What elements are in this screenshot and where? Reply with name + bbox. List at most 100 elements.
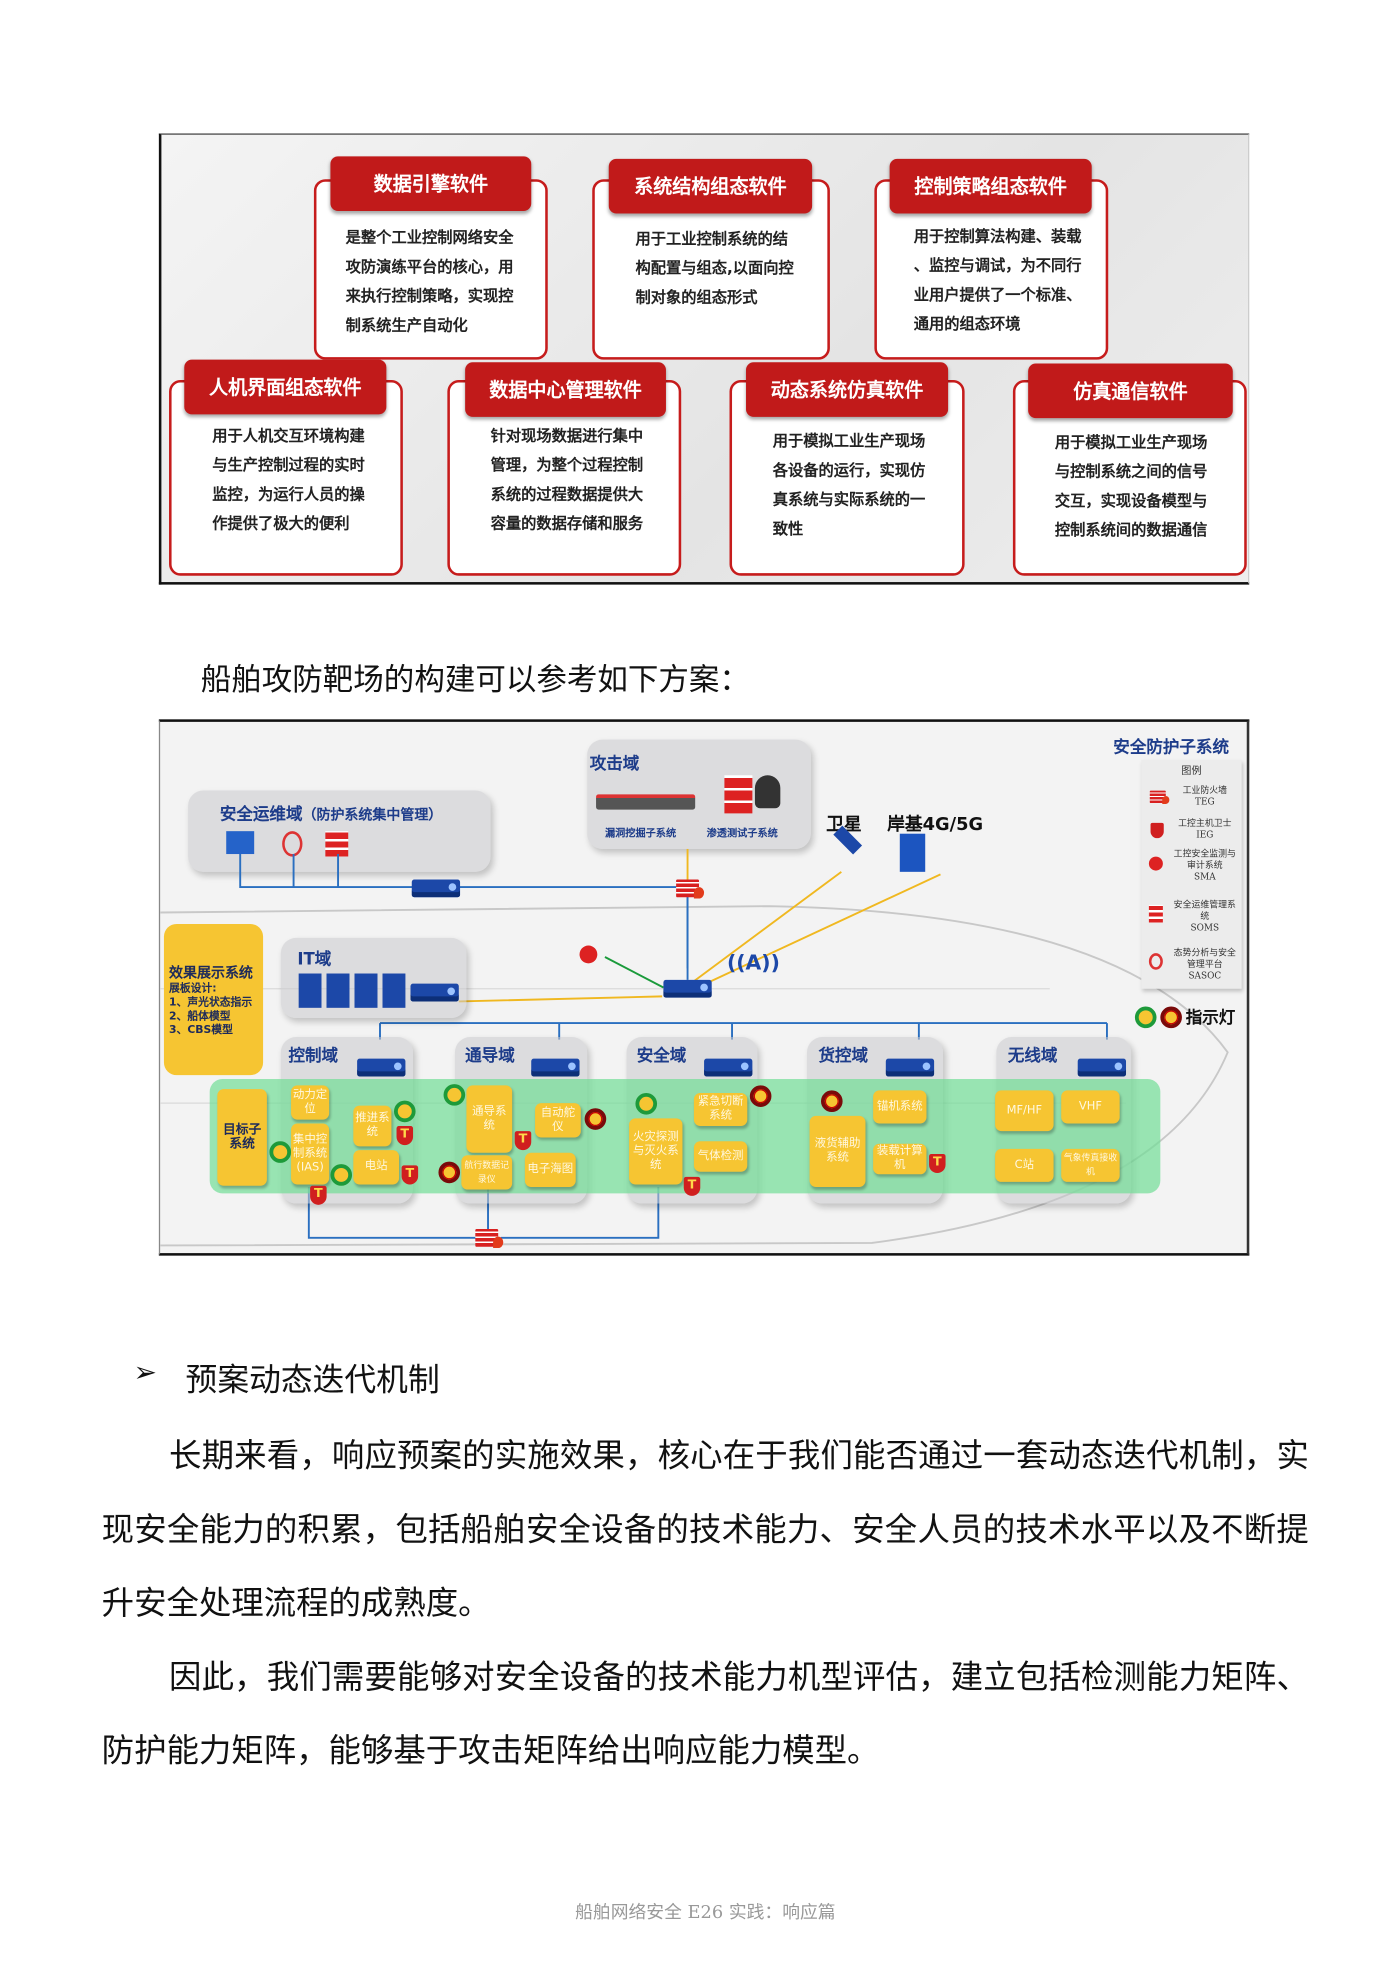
subsystem-box[interactable]: MF/HF (995, 1090, 1054, 1132)
paragraph-line: 长期来看，响应预案的实施效果，核心在于我们能否通过一套动态迭代机制，实 (169, 1437, 1310, 1476)
globe-icon (1148, 953, 1163, 970)
network-switch-icon (357, 1058, 406, 1077)
indicator-light-red (438, 1161, 461, 1184)
indicator-light-red (821, 1090, 843, 1113)
subsystem-box[interactable]: 动力定位 (291, 1085, 330, 1120)
subsystem-box[interactable]: 锚机系统 (873, 1090, 927, 1124)
ops-domain-title: 安全运维域（防护系统集中管理） (219, 805, 443, 825)
server-rack-icon (298, 973, 406, 1008)
pentest-server-icon (724, 775, 753, 814)
card-description: 用于人机交互环境构建与生产控制过程的实时监控，为运行人员的操作提供了极大的便利 (212, 427, 365, 533)
paragraph-line: 现安全能力的积累，包括船舶安全设备的技术能力、安全人员的技术水平以及不断提 (101, 1511, 1310, 1550)
protection-title: 安全防护子系统 (1113, 738, 1229, 758)
subsystem-box[interactable]: 电站 (353, 1150, 400, 1185)
indicator-light-red (749, 1085, 772, 1107)
paragraph-line: 防护能力矩阵，能够基于攻击矩阵给出响应能力模型。 (101, 1732, 880, 1771)
paragraph-line: 升安全处理流程的成熟度。 (101, 1584, 491, 1623)
software-components-diagram: 数据引擎软件 是整个工业控制网络安全攻防演练平台的核心，用来执行控制策略，实现控… (158, 133, 1250, 585)
legend-title: 图例 (1181, 765, 1202, 777)
network-switch-icon (885, 1058, 935, 1077)
network-switch-icon (411, 879, 461, 898)
card-title: 人机界面组态软件 (184, 359, 387, 415)
subsystem-box[interactable]: 装载计算机 (873, 1143, 927, 1175)
firewall-icon (1149, 790, 1170, 804)
attack-item: 渗透测试子系统 (706, 827, 778, 839)
network-switch-icon (1077, 1058, 1127, 1077)
firewall-icon (676, 879, 705, 899)
card-title: 数据中心管理软件 (465, 362, 666, 417)
subsystem-box[interactable]: 液货辅助系统 (809, 1115, 866, 1188)
card-description: 用于工业控制系统的结构配置与组态,以面向控制对象的组态形式 (635, 230, 794, 307)
subsystem-box[interactable]: 集中控制系统(IAS) (291, 1123, 330, 1185)
firewall-icon (475, 1228, 504, 1249)
indicator-green-icon (1134, 1006, 1157, 1029)
audit-magnifier-icon (579, 945, 598, 964)
card-title: 动态系统仿真软件 (746, 362, 949, 417)
domain-title: 无线域 (1007, 1047, 1058, 1067)
subsystem-box[interactable]: VHF (1061, 1090, 1120, 1124)
attack-domain-title: 攻击域 (589, 754, 640, 774)
subsystem-box[interactable]: C站 (995, 1148, 1054, 1182)
card-description: 用于模拟工业生产现场与控制系统之间的信号交互，实现设备模型与控制系统间的数据通信 (1054, 433, 1208, 539)
card-title: 系统结构组态软件 (608, 158, 813, 214)
domain-title: 货控域 (818, 1047, 869, 1067)
subsystem-box[interactable]: 电子海图 (524, 1152, 576, 1188)
shield-icon (1150, 822, 1164, 839)
shore-label: 岸基4G/5G (887, 814, 984, 835)
card-description: 用于控制算法构建、装载、监控与调试，为不同行业用户提供了一个标准、通用的组态环境 (913, 227, 1082, 333)
subsystem-box[interactable]: 紧急切断系统 (693, 1092, 748, 1127)
subsystem-box[interactable]: 推进系统 (353, 1105, 392, 1147)
indicator-light-green (330, 1164, 353, 1186)
card-title: 仿真通信软件 (1028, 363, 1233, 419)
subsystem-box[interactable]: 气体检测 (693, 1141, 748, 1172)
subsystem-box[interactable]: 通导系统 (466, 1085, 513, 1153)
card-description: 是整个工业控制网络安全攻防演练平台的核心，用来执行控制策略，实现控制系统生产自动… (345, 228, 514, 335)
it-domain-title: IT域 (297, 950, 332, 970)
satellite-label: 卫星 (826, 814, 862, 835)
magnifier-icon (1148, 856, 1163, 871)
connection-lines (239, 848, 1108, 1239)
display-system-title: 效果展示系统 (169, 964, 253, 982)
indicator-light-green (635, 1092, 658, 1115)
bullet-arrow-icon: ➢ (133, 1357, 157, 1390)
subsystem-box[interactable]: 自动舵仪 (535, 1103, 581, 1138)
indicator-light-red (584, 1108, 607, 1130)
domain-title: 安全域 (636, 1047, 687, 1067)
server-icon (1148, 904, 1163, 923)
paragraph-line: 因此，我们需要能够对安全设备的技术能力机型评估，建立包括检测能力矩阵、 (169, 1658, 1310, 1697)
card-title: 控制策略组态软件 (889, 158, 1092, 214)
host-guard-shield-icon: T (401, 1165, 419, 1185)
host-guard-shield-icon: T (396, 1126, 414, 1146)
soms-server-icon (325, 831, 349, 857)
page-footer: 船舶网络安全 E26 实践：响应篇 (575, 1902, 836, 1923)
indicator-red-icon (1160, 1006, 1182, 1029)
host-guard-shield-icon: T (683, 1176, 701, 1196)
network-switch-icon (410, 983, 459, 1002)
domain-title: 控制域 (288, 1047, 339, 1067)
shore-station-icon (899, 833, 926, 872)
host-guard-shield-icon: T (929, 1153, 946, 1174)
figure-caption: 船舶攻防靶场的构建可以参考如下方案： (200, 662, 750, 698)
central-switch-icon (663, 979, 712, 998)
host-guard-shield-icon: T (310, 1185, 327, 1205)
hacker-icon (754, 775, 781, 809)
vuln-mining-device-icon (596, 794, 696, 810)
indicator-light-green (443, 1084, 466, 1106)
target-subsystem-label: 目标子系统 (217, 1089, 267, 1186)
host-guard-shield-icon: T (514, 1131, 532, 1151)
host-guard-icon (226, 831, 255, 855)
indicator-light-green (269, 1141, 292, 1163)
subsystem-box[interactable]: 火灾探测与灭火系统 (629, 1118, 683, 1185)
subsystem-box[interactable]: 航行数据记录仪 (461, 1155, 513, 1190)
card-description: 针对现场数据进行集中管理，为整个过程控制系统的过程数据提供大容量的数据存储和服务 (490, 427, 644, 533)
subsystem-box[interactable]: 气象传真接收机 (1061, 1148, 1120, 1182)
section-heading: 预案动态迭代机制 (185, 1361, 440, 1398)
